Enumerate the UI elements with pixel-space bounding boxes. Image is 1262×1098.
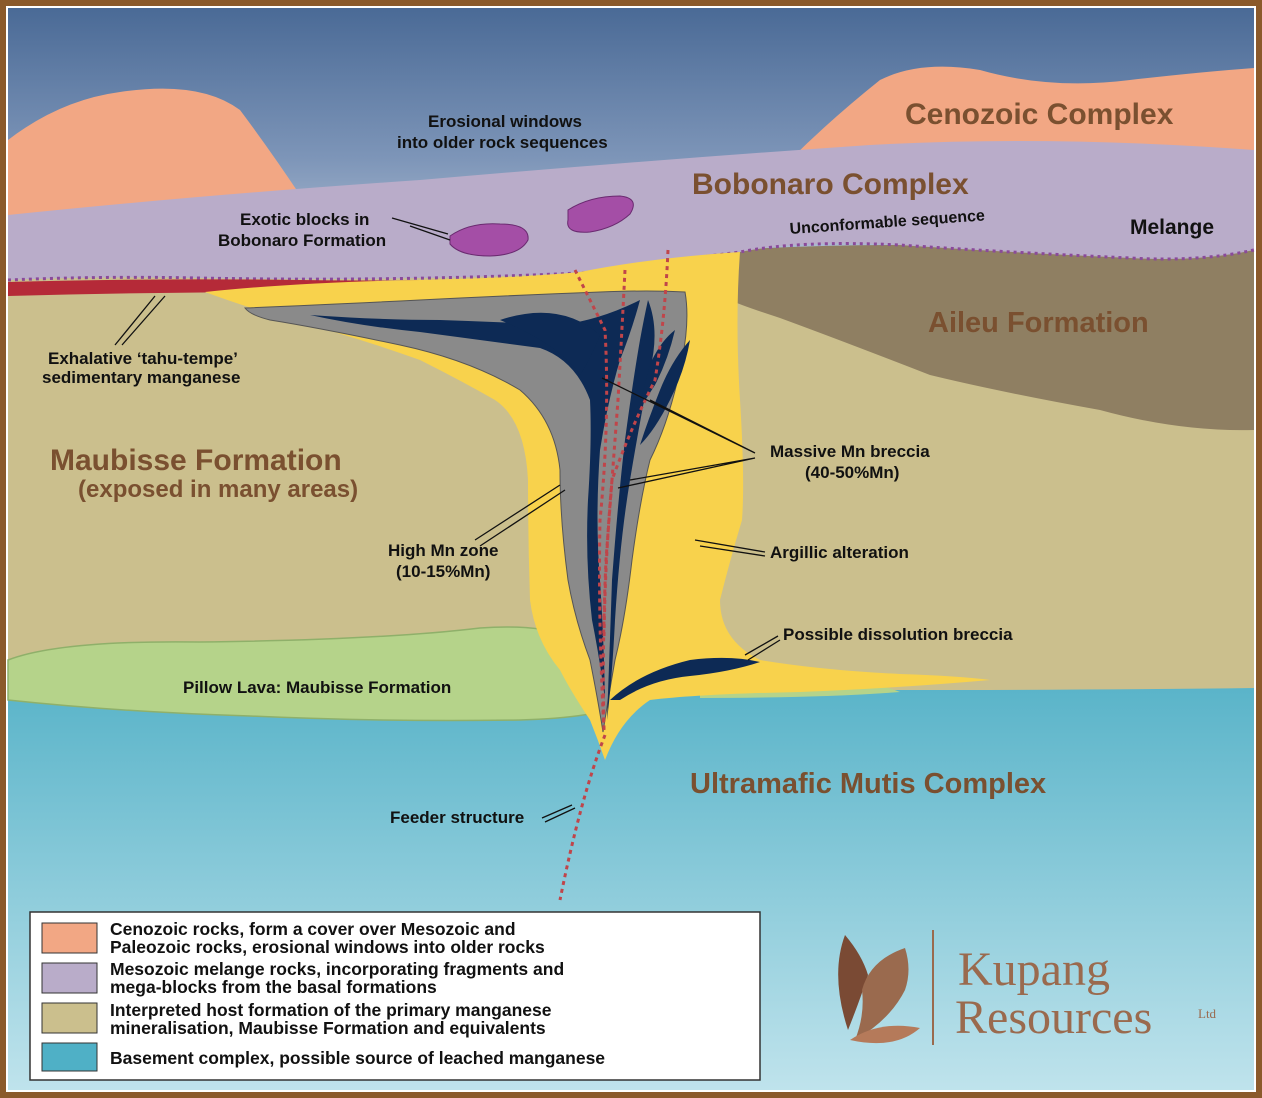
high-mn-zone-label: High Mn zone <box>388 541 498 560</box>
dissolution-breccia-label: Possible dissolution breccia <box>783 625 1013 644</box>
massive-mn-breccia-label-2: (40-50%Mn) <box>805 463 899 482</box>
legend-swatch-basement <box>42 1043 97 1071</box>
feeder-structure-label: Feeder structure <box>390 808 524 827</box>
ultramafic-complex-title: Ultramafic Mutis Complex <box>690 768 1046 800</box>
maubisse-formation-subtitle: (exposed in many areas) <box>78 476 358 503</box>
legend-swatch-bobonaro <box>42 963 97 993</box>
legend-text-2b: mega-blocks from the basal formations <box>110 977 437 997</box>
brand-name-line1: Kupang <box>958 943 1110 996</box>
erosional-windows-label: Erosional windows <box>428 112 582 131</box>
pillow-lava-label: Pillow Lava: Maubisse Formation <box>183 678 451 697</box>
legend-text-1a: Cenozoic rocks, form a cover over Mesozo… <box>110 919 516 939</box>
exhalative-label-2: sedimentary manganese <box>42 368 240 387</box>
exhalative-label: Exhalative ‘tahu-tempe’ <box>48 349 238 368</box>
legend-text-3b: mineralisation, Maubisse Formation and e… <box>110 1018 546 1038</box>
legend-swatch-maubisse <box>42 1003 97 1033</box>
massive-mn-breccia-label: Massive Mn breccia <box>770 442 930 461</box>
argillic-alteration-label: Argillic alteration <box>770 543 909 562</box>
aileu-formation-title: Aileu Formation <box>928 307 1149 339</box>
erosional-windows-label-2: into older rock sequences <box>397 133 608 152</box>
high-mn-zone-label-2: (10-15%Mn) <box>396 562 490 581</box>
brand-suffix: Ltd <box>1198 1006 1217 1021</box>
legend-text-1b: Paleozoic rocks, erosional windows into … <box>110 937 545 957</box>
legend-item: Basement complex, possible source of lea… <box>42 1043 605 1071</box>
melange-label: Melange <box>1130 216 1214 239</box>
legend-text-4a: Basement complex, possible source of lea… <box>110 1048 605 1068</box>
legend-item: Interpreted host formation of the primar… <box>42 1000 552 1038</box>
exotic-blocks-label: Exotic blocks in <box>240 210 369 229</box>
cenozoic-complex-title: Cenozoic Complex <box>905 98 1174 131</box>
legend-text-2a: Mesozoic melange rocks, incorporating fr… <box>110 959 564 979</box>
legend-text-3a: Interpreted host formation of the primar… <box>110 1000 552 1020</box>
legend-item: Cenozoic rocks, form a cover over Mesozo… <box>42 919 545 957</box>
exotic-blocks-label-2: Bobonaro Formation <box>218 231 386 250</box>
legend: Cenozoic rocks, form a cover over Mesozo… <box>30 912 760 1080</box>
bobonaro-complex-title: Bobonaro Complex <box>692 168 969 201</box>
maubisse-formation-title: Maubisse Formation <box>50 444 342 477</box>
brand-name-line2: Resources <box>955 991 1152 1044</box>
legend-swatch-cenozoic <box>42 923 97 953</box>
